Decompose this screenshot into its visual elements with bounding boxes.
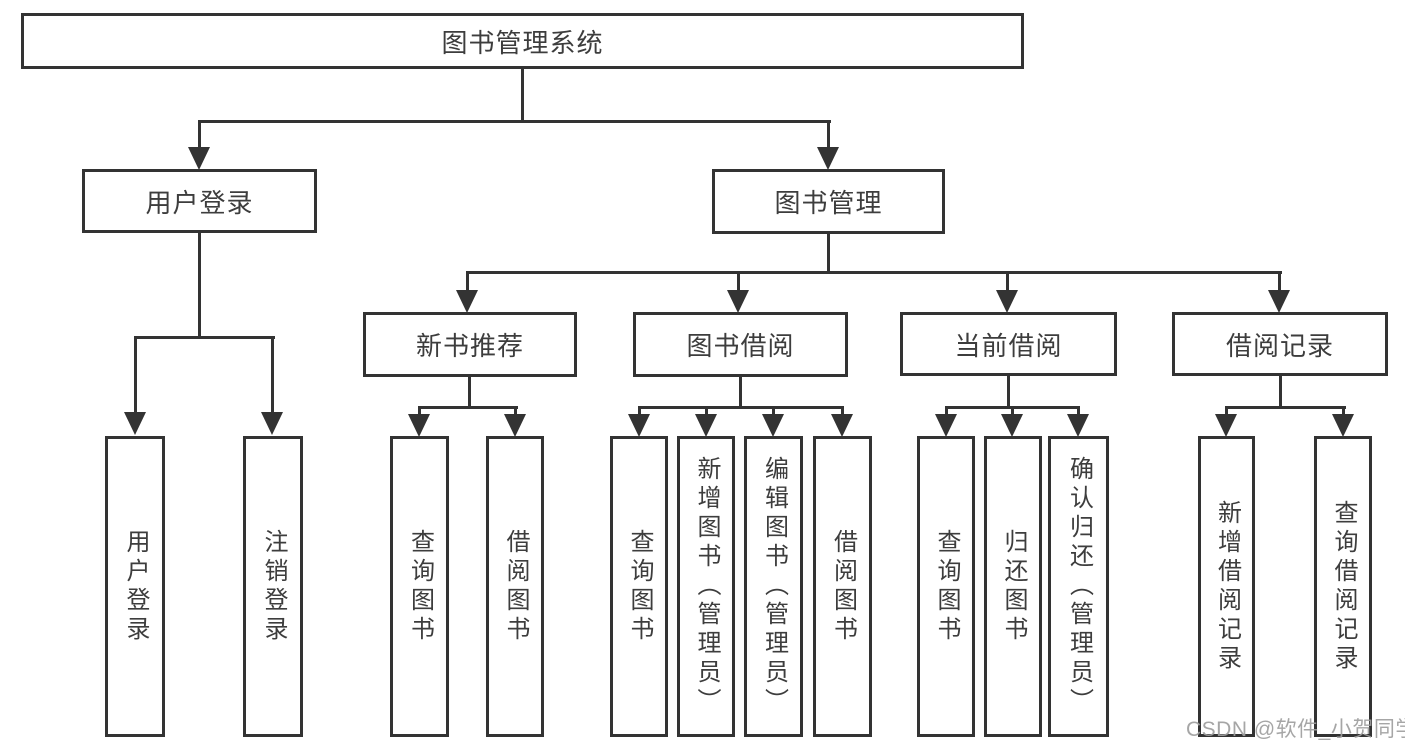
node-current-borrowing: 当前借阅 <box>900 312 1117 376</box>
leaf-query-books-current: 查询图书 <box>917 436 975 737</box>
connector-line <box>638 406 844 409</box>
connector-line <box>945 406 948 416</box>
connector-line <box>198 233 201 336</box>
connector-line <box>134 336 137 414</box>
connector-line <box>737 271 740 292</box>
arrow-down-icon <box>456 290 478 313</box>
connector-line <box>1342 406 1345 416</box>
leaf-logout: 注销登录 <box>243 436 303 737</box>
connector-line <box>134 336 275 339</box>
connector-line <box>1225 406 1228 416</box>
connector-line <box>772 406 775 416</box>
arrow-down-icon <box>1332 414 1354 437</box>
connector-line <box>827 234 830 271</box>
node-book-management: 图书管理 <box>712 169 945 234</box>
leaf-query-borrow-record: 查询借阅记录 <box>1314 436 1372 737</box>
connector-line <box>1279 376 1282 406</box>
arrow-down-icon <box>261 412 283 435</box>
arrow-down-icon <box>1268 290 1290 313</box>
arrow-down-icon <box>1067 414 1089 437</box>
arrow-down-icon <box>504 414 526 437</box>
arrow-down-icon <box>831 414 853 437</box>
connector-line <box>198 120 831 123</box>
connector-line <box>521 69 524 120</box>
leaf-query-books-recommend: 查询图书 <box>390 436 449 737</box>
connector-line <box>1225 406 1346 409</box>
connector-line <box>198 120 201 150</box>
arrow-down-icon <box>628 414 650 437</box>
arrow-down-icon <box>935 414 957 437</box>
connector-line <box>1006 271 1009 292</box>
leaf-add-borrow-record: 新增借阅记录 <box>1198 436 1255 737</box>
connector-line <box>827 120 830 150</box>
connector-line <box>841 406 844 416</box>
arrow-down-icon <box>695 414 717 437</box>
connector-line <box>271 336 274 414</box>
leaf-return-books: 归还图书 <box>984 436 1042 737</box>
connector-line <box>1011 406 1014 416</box>
connector-line <box>468 377 471 406</box>
leaf-add-books-admin: 新增图书（管理员） <box>677 436 735 737</box>
arrow-down-icon <box>124 412 146 435</box>
connector-line <box>418 406 518 409</box>
connector-line <box>418 406 421 416</box>
connector-line <box>514 406 517 416</box>
arrow-down-icon <box>727 290 749 313</box>
node-new-book-recommendation: 新书推荐 <box>363 312 577 377</box>
node-borrowing-records: 借阅记录 <box>1172 312 1388 376</box>
arrow-down-icon <box>188 147 210 170</box>
csdn-watermark: CSDN @软件_小贺同学 <box>1186 718 1405 741</box>
arrow-down-icon <box>408 414 430 437</box>
connector-line <box>739 377 742 406</box>
arrow-down-icon <box>1001 414 1023 437</box>
connector-line <box>638 406 641 416</box>
node-user-login: 用户登录 <box>82 169 317 233</box>
connector-line <box>1007 376 1010 406</box>
arrow-down-icon <box>996 290 1018 313</box>
connector-line <box>1077 406 1080 416</box>
node-book-borrowing: 图书借阅 <box>633 312 848 377</box>
arrow-down-icon <box>1215 414 1237 437</box>
leaf-confirm-return-admin: 确认归还（管理员） <box>1048 436 1109 737</box>
leaf-user-login: 用户登录 <box>105 436 165 737</box>
leaf-borrow-books-recommend: 借阅图书 <box>486 436 544 737</box>
leaf-borrow-books-borrowing: 借阅图书 <box>813 436 872 737</box>
node-library-management-system: 图书管理系统 <box>21 13 1024 69</box>
connector-line <box>466 271 469 292</box>
arrow-down-icon <box>817 147 839 170</box>
leaf-query-books-borrowing: 查询图书 <box>610 436 668 737</box>
connector-line <box>705 406 708 416</box>
leaf-edit-books-admin: 编辑图书（管理员） <box>744 436 803 737</box>
connector-line <box>1278 271 1281 292</box>
arrow-down-icon <box>762 414 784 437</box>
connector-line <box>466 271 1282 274</box>
